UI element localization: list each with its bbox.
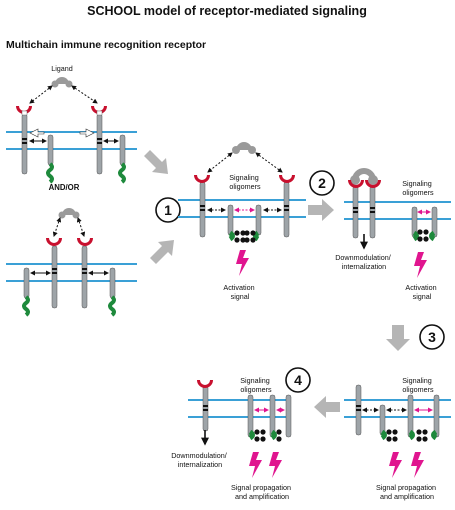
signal-propagation-line-1: Signal propagation — [376, 483, 436, 492]
activation-signal-line-1: Activation — [223, 283, 254, 292]
receptor-right — [79, 106, 126, 184]
signal-propagation-line-2: and amplification — [235, 492, 289, 501]
step-oligomer-1: 1 Signaling oligomers — [155, 142, 306, 301]
process-arrow-step2 — [308, 199, 334, 221]
signaling-oligomers-label: Signaling oligomers — [229, 173, 261, 191]
oligomer-receptors — [194, 175, 295, 243]
step-number-2: 2 — [318, 175, 326, 191]
panel-monomers: Ligand — [6, 64, 137, 192]
process-arrow-step4 — [314, 396, 340, 418]
ligand-label: Ligand — [51, 64, 73, 73]
downmodulation-label: Downmodulation/ internalization — [171, 451, 229, 469]
ligand-dimer — [58, 208, 80, 219]
step-circle-1 — [155, 197, 181, 223]
process-arrow-step3 — [386, 325, 410, 351]
activation-signal-label: Activation signal — [405, 283, 438, 301]
step-number-3: 3 — [428, 329, 436, 345]
signaling-oligomers-label: Signaling oligomers — [240, 376, 272, 394]
ligand-dimer — [51, 77, 73, 88]
downmodulation-line-1: Downmodulation/ — [171, 451, 227, 460]
signaling-oligomers-line-2: oligomers — [402, 188, 434, 197]
activation-signal-line-1: Activation — [405, 283, 436, 292]
receptor-left — [16, 106, 54, 184]
signaling-oligomers-label: Signaling oligomers — [402, 179, 434, 197]
step-circle-2 — [309, 170, 335, 196]
signal-propagation-line-1: Signal propagation — [231, 483, 291, 492]
lightning-icon — [411, 452, 424, 478]
figure-title: SCHOOL model of receptor-mediated signal… — [87, 4, 367, 18]
lightning-icon — [236, 250, 249, 276]
downmodulation-line-2: internalization — [178, 460, 222, 469]
step-number-4: 4 — [294, 372, 302, 388]
activation-signal-line-2: signal — [413, 292, 432, 301]
signaling-oligomers-line-2: oligomers — [240, 385, 272, 394]
ligand-dimer — [232, 142, 256, 154]
internalized-receptors — [348, 180, 381, 239]
signaling-oligomers-line-1: Signaling — [240, 376, 270, 385]
receptor-pair — [22, 238, 116, 317]
activation-signal-line-2: signal — [231, 292, 250, 301]
membrane — [344, 399, 451, 418]
recycled-receptor — [197, 380, 213, 432]
step-circle-3 — [419, 324, 445, 350]
signaling-oligomers-line-1: Signaling — [402, 179, 432, 188]
ligand-binding-arrows — [29, 85, 98, 104]
new-oligomer-receptors — [355, 384, 440, 442]
lightning-icon — [414, 252, 427, 278]
lightning-icon — [389, 452, 402, 478]
and-or-label: AND/OR — [49, 183, 80, 192]
signal-propagation-label: Signal propagation and amplification — [376, 483, 438, 501]
signaling-oligomers-line-1: Signaling — [402, 376, 432, 385]
signaling-receptors — [411, 206, 438, 242]
ligand-binding-arrows — [52, 217, 86, 237]
process-arrows — [144, 150, 410, 418]
process-arrow-to-oligomer-top — [144, 150, 168, 174]
step-amplification-4: 4 Signaling oligomers Downmodulation/ in… — [171, 367, 311, 501]
membrane — [6, 131, 137, 150]
activation-signal-label: Activation signal — [223, 283, 256, 301]
signaling-oligomers-line-2: oligomers — [402, 385, 434, 394]
signal-propagation-line-2: and amplification — [380, 492, 434, 501]
step-reassembly-3: 3 Signaling oligomers — [344, 324, 451, 501]
process-arrow-to-oligomer-bottom — [150, 240, 174, 264]
step-number-1: 1 — [164, 202, 172, 218]
panel-preassociated — [6, 208, 137, 317]
signaling-oligomers-line-2: oligomers — [229, 182, 261, 191]
signal-propagation-label: Signal propagation and amplification — [231, 483, 293, 501]
figure-subtitle: Multichain immune recognition receptor — [6, 39, 206, 51]
bound-ligand — [350, 168, 378, 185]
step-circle-4 — [285, 367, 311, 393]
amplified-oligomer — [247, 394, 292, 442]
downmodulation-line-2: internalization — [342, 262, 386, 271]
downmodulation-label: Downmodulation/ internalization — [335, 253, 393, 271]
lightning-icon — [249, 452, 262, 478]
signaling-oligomers-line-1: Signaling — [229, 173, 259, 182]
downmodulation-line-1: Downmodulation/ — [335, 253, 391, 262]
signaling-oligomers-label: Signaling oligomers — [402, 376, 434, 394]
step-internalization-2: 2 Signaling oligomers Downmodulation/ — [309, 168, 451, 301]
lightning-icon — [269, 452, 282, 478]
